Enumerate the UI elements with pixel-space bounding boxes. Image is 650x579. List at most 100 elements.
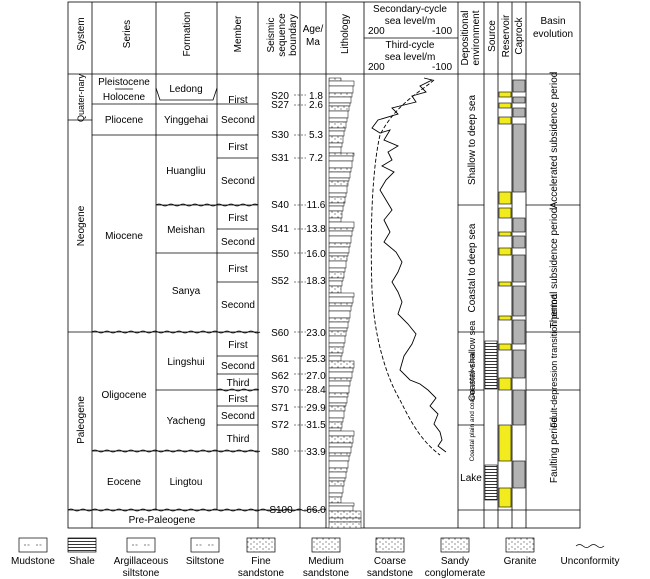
- member-yacheng-first: First: [228, 394, 248, 405]
- member-column: First Second First Second First Second F…: [221, 95, 255, 445]
- header-basin-2: evolution: [533, 29, 573, 40]
- reservoir-block: [498, 377, 512, 391]
- lithology-layer: [328, 252, 349, 257]
- boundary-age: 33.9: [306, 447, 326, 458]
- header-scale-right-2: -100: [432, 62, 452, 73]
- table-header: System Series Formation Member Seismic s…: [76, 4, 573, 73]
- boundary-age: 1.8: [309, 91, 323, 102]
- system-quaternary: Quater-nary: [76, 73, 86, 122]
- env-coastal-plain: Coastal plain and coastal-shallow sea: [469, 352, 476, 461]
- lithology-layer: [328, 417, 344, 423]
- basin-evolution-column: Accelerated subsidence period Thermal su…: [549, 72, 560, 483]
- header-lithology: Lithology: [340, 14, 351, 54]
- boundary-age: 2.6: [309, 100, 323, 111]
- lithology-layer: [328, 346, 344, 354]
- boundary-s41: S41 13.8: [271, 224, 326, 235]
- lithology-layer: [328, 367, 354, 373]
- lithology-layer: [328, 202, 345, 207]
- lithology-layer: [328, 505, 354, 512]
- lithology-layer: [328, 460, 349, 469]
- reservoir-column: [498, 91, 512, 508]
- legend-label: Medium: [308, 556, 344, 567]
- boundary-age: 7.2: [309, 153, 323, 164]
- lithology-layer: [328, 330, 347, 337]
- boundary-name: S20: [271, 91, 289, 102]
- source-column: [484, 340, 498, 501]
- boundary-name: S30: [271, 130, 289, 141]
- lithology-layer: [328, 205, 344, 212]
- legend-swatch: [311, 537, 341, 553]
- legend-label: Unconformity: [561, 556, 620, 567]
- legend-label: Sandy: [441, 556, 469, 567]
- lithology-layer: [328, 442, 353, 448]
- unconformity-s80: [91, 449, 261, 453]
- series-pleistocene: Pleistocene: [98, 77, 150, 88]
- boundary-name: S41: [271, 224, 289, 235]
- lithology-layer: [328, 167, 352, 173]
- lithology-layer: [328, 227, 354, 232]
- boundary-leaders: [294, 94, 306, 511]
- lithology-layer: [328, 105, 350, 112]
- boundary-name: S100: [269, 505, 293, 516]
- formation-sanya: Sanya: [172, 286, 201, 297]
- lithology-layer: [328, 177, 350, 182]
- boundary-age: 13.8: [306, 224, 326, 235]
- system-paleogene: Paleogene: [76, 396, 87, 444]
- lithology-layer: [328, 335, 346, 344]
- legend-label: sandstone: [238, 568, 285, 579]
- legend-item: Granite: [504, 537, 537, 567]
- lithology-layer: [328, 255, 348, 262]
- formation-meishan: Meishan: [167, 225, 205, 236]
- lithology-layer: [328, 180, 349, 187]
- boundary-age: 11.6: [307, 200, 326, 211]
- boundary-age: 23.0: [306, 328, 326, 339]
- lithology-layer: [328, 305, 352, 312]
- lithology-layer: [328, 85, 354, 94]
- lithology-layer: [328, 267, 346, 273]
- lithology-layer: [328, 271, 345, 279]
- caprock-block: [512, 319, 526, 345]
- lithology-layer: [328, 396, 348, 404]
- header-age-1: Age/: [303, 24, 324, 35]
- caprock-block: [512, 389, 526, 426]
- lithology-layer: [328, 355, 342, 362]
- member-lingshui-third: Third: [227, 378, 250, 389]
- lithology-layer: [328, 302, 353, 307]
- boundary-age: 27.0: [306, 371, 326, 382]
- caprock-block: [512, 96, 526, 104]
- boundary-age: 25.3: [306, 354, 326, 365]
- header-reservoir: Reservoir: [501, 14, 512, 57]
- boundary-name: S27: [271, 100, 289, 111]
- lithology-layer: [328, 230, 353, 237]
- series-holocene: Holocene: [103, 92, 146, 103]
- boundary-name: S31: [271, 153, 289, 164]
- third-cycle-curve: [371, 77, 447, 453]
- header-seismic-3: boundary: [288, 14, 299, 56]
- legend-label: Fine: [251, 556, 271, 567]
- lithology-layer: [328, 80, 355, 87]
- caprock-block: [512, 123, 526, 193]
- legend-item: Mudstone: [11, 537, 55, 567]
- lithology-layer: [328, 135, 344, 144]
- legend-swatch: [505, 537, 535, 553]
- boundary-s20: S20 1.8: [271, 91, 323, 102]
- formation-ledong: Ledong: [169, 84, 202, 95]
- reservoir-block: [498, 116, 512, 125]
- lithology-layer: [328, 477, 346, 482]
- header-scale-left-1: 200: [368, 26, 385, 37]
- unconformity-swatch: [575, 544, 605, 548]
- lithology-layer: [328, 471, 347, 479]
- boundary-age: 28.4: [306, 385, 326, 396]
- series-column: Pleistocene Holocene Pliocene Miocene Ol…: [98, 77, 196, 526]
- lithology-layer: [328, 377, 352, 382]
- lithology-layer: [328, 130, 345, 137]
- lithology-layer: [328, 405, 346, 412]
- unconformity-lines: [67, 203, 327, 512]
- reservoir-block: [498, 487, 512, 508]
- lithology-layer: [328, 321, 349, 329]
- legend-label: sandstone: [303, 568, 350, 579]
- boundary-name: S62: [271, 371, 289, 382]
- legend-swatch: [18, 537, 48, 553]
